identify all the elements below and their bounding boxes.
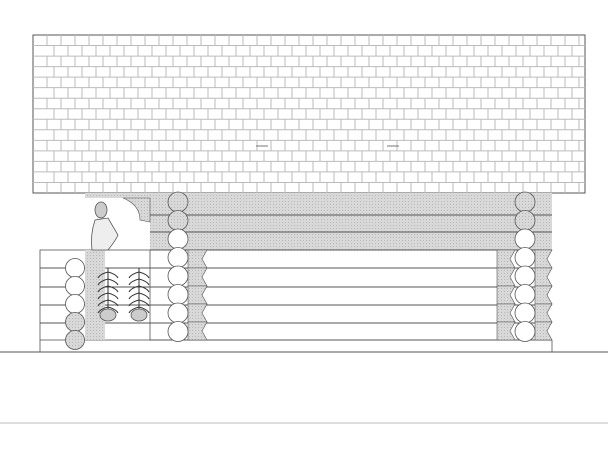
log-corner-end <box>167 191 189 213</box>
plant-leaf <box>97 285 119 293</box>
log-end <box>187 249 208 269</box>
eave-fascia <box>85 193 552 198</box>
roof-shingles <box>32 34 586 194</box>
log-end <box>496 249 516 269</box>
porch-corner-end <box>65 312 85 332</box>
log-corner-end <box>167 321 189 342</box>
plant-leaf <box>128 271 150 279</box>
log-corner-end <box>167 210 189 231</box>
log-corner-end <box>514 284 536 305</box>
plant-leaf <box>97 299 119 307</box>
log-wall <box>85 193 553 341</box>
log-end <box>187 303 208 323</box>
gable-logs <box>150 198 552 250</box>
log-end <box>187 267 208 287</box>
log-corner-end <box>167 228 189 250</box>
plant-leaf <box>97 292 119 300</box>
plant-pot <box>99 308 117 322</box>
ground-lines <box>0 340 608 424</box>
log-corner-end <box>514 191 536 213</box>
log-corner-end <box>167 247 189 268</box>
plant-leaf <box>128 292 150 300</box>
person-figure <box>91 217 119 251</box>
log-end <box>534 303 553 323</box>
porch-log-ends <box>85 250 105 340</box>
log-corner-end <box>514 302 536 324</box>
log-corner-end <box>167 284 189 305</box>
porch-corner-end <box>65 258 85 278</box>
log-end <box>534 249 553 269</box>
plant-leaf <box>128 278 150 286</box>
log-end <box>187 321 208 341</box>
log-end <box>496 285 516 305</box>
plant-pot <box>130 308 148 322</box>
plant-leaf <box>97 306 119 314</box>
porch-corner-end <box>65 294 85 314</box>
plant-leaf <box>128 285 150 293</box>
porch-bracket <box>122 197 151 223</box>
log-corner-end <box>514 228 536 250</box>
log-corner-end <box>167 265 189 287</box>
log-end <box>534 285 553 305</box>
log-end <box>534 321 553 341</box>
person-head <box>94 201 108 219</box>
plant-leaf <box>97 271 119 279</box>
porch <box>39 197 151 350</box>
plant-leaf <box>128 306 150 314</box>
log-corner-end <box>167 302 189 324</box>
log-corner-end <box>514 247 536 268</box>
log-end <box>496 267 516 287</box>
log-end <box>496 321 516 341</box>
log-end <box>187 285 208 305</box>
log-corners <box>167 191 536 342</box>
log-corner-end <box>514 210 536 231</box>
log-end <box>496 303 516 323</box>
plant-leaf <box>128 299 150 307</box>
porch-corner-end <box>65 276 85 296</box>
log-end <box>534 267 553 287</box>
roof-outline <box>32 34 586 194</box>
log-corner-end <box>514 265 536 287</box>
log-corner-end <box>514 321 536 342</box>
wall-logs <box>150 250 552 340</box>
plant-leaf <box>97 278 119 286</box>
porch-corner-end <box>65 330 85 350</box>
